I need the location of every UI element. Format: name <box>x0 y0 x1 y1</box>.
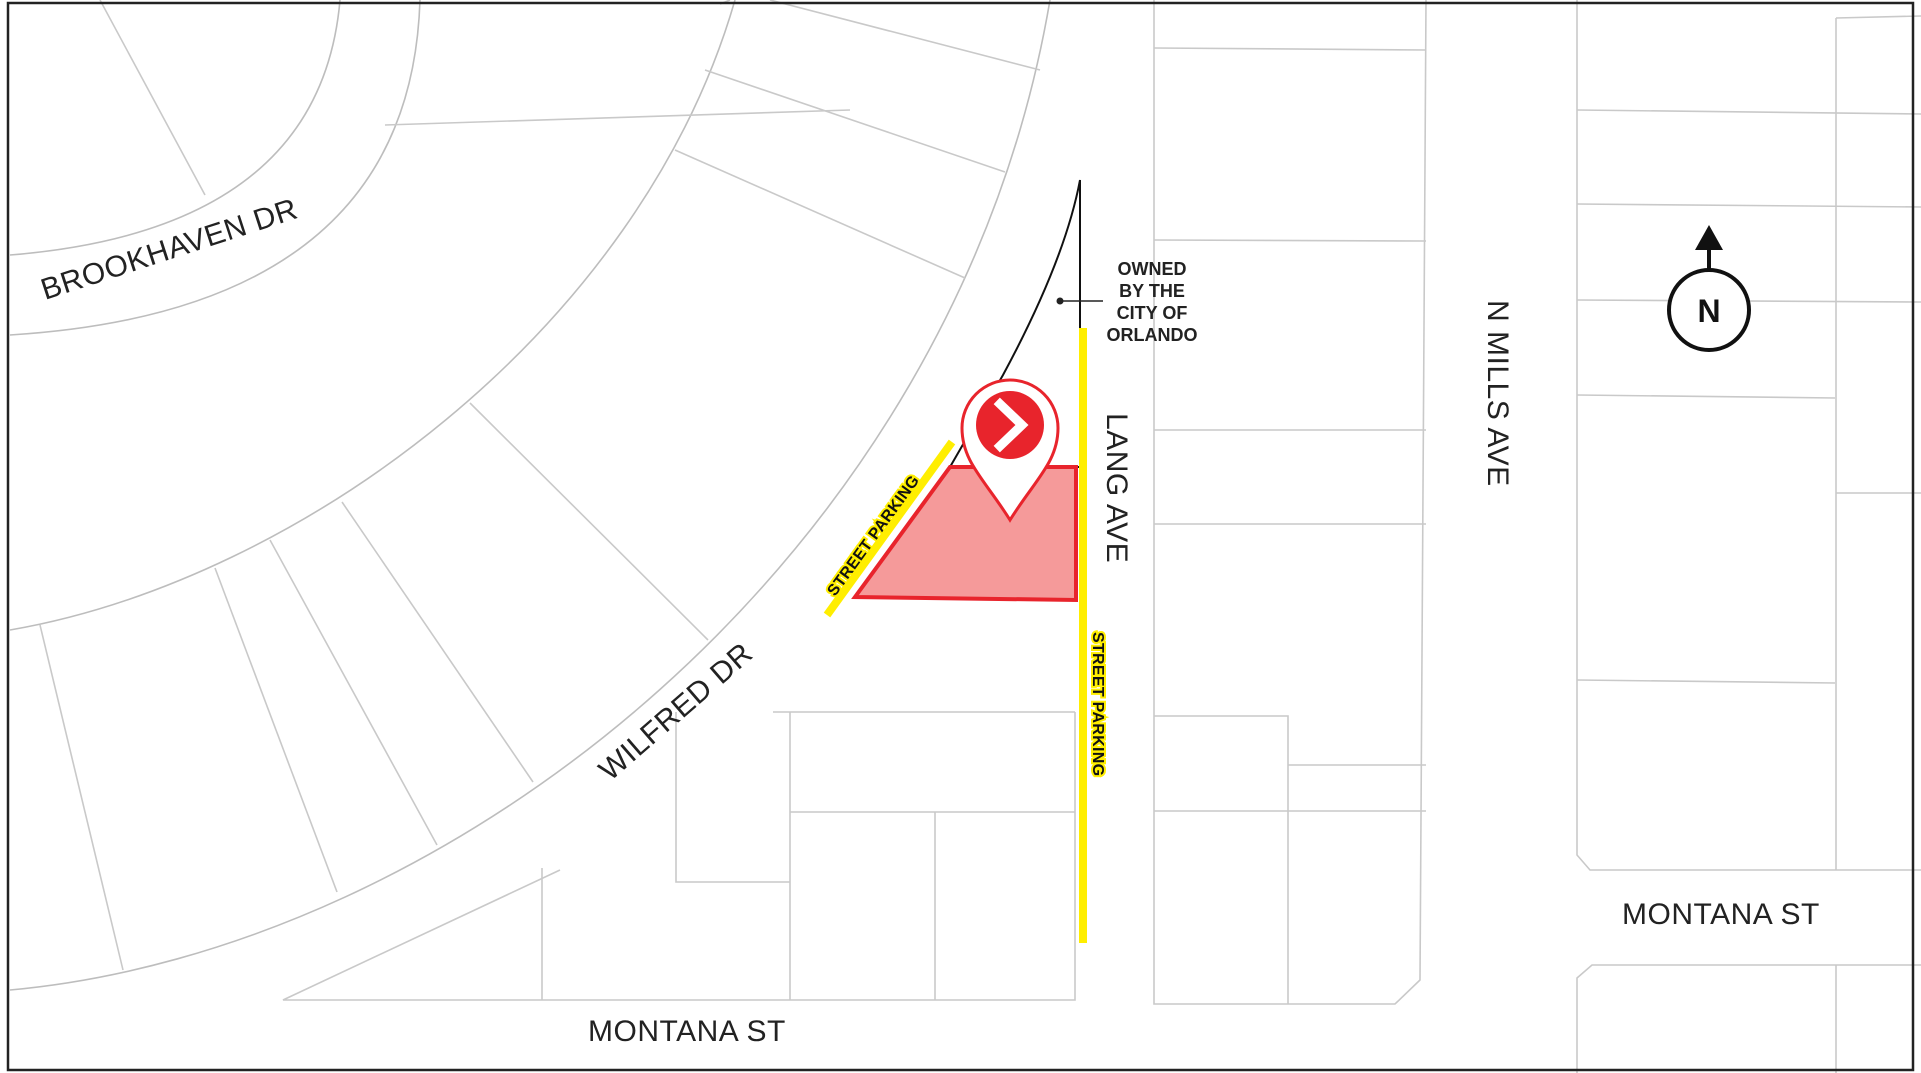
owned-note-line3: CITY OF <box>1117 303 1188 323</box>
map-border <box>6 1 1915 1072</box>
brookhaven-lots <box>99 0 206 196</box>
lang-west-lots <box>282 711 1076 1001</box>
north-label: N <box>1697 293 1720 329</box>
owned-note-line4: ORLANDO <box>1107 325 1198 345</box>
brookhaven-road <box>9 0 421 336</box>
north-arrow-icon: N <box>1667 225 1751 352</box>
street-label-montana-left: MONTANA ST <box>588 1015 786 1048</box>
street-label-mills: N MILLS AVE <box>1481 300 1514 487</box>
wilfred-road <box>9 0 1051 991</box>
street-label-montana-right: MONTANA ST <box>1622 898 1820 931</box>
city-owned-parcel <box>948 179 1081 468</box>
street-parking-diagonal <box>823 439 956 618</box>
chevron-right-icon <box>993 397 1029 453</box>
street-parking-label-vertical: STREET PARKING <box>1089 632 1106 776</box>
lang-east-lots <box>1153 0 1427 1005</box>
wilfred-lots <box>39 0 731 971</box>
owned-note-line1: OWNED <box>1118 259 1187 279</box>
owned-leader <box>1056 297 1103 305</box>
owned-note-line2: BY THE <box>1119 281 1185 301</box>
street-label-lang: LANG AVE <box>1100 413 1133 563</box>
location-pin-icon[interactable] <box>960 378 1060 523</box>
interior-lots <box>384 0 1041 279</box>
owned-by-city-note: OWNED BY THE CITY OF ORLANDO <box>1107 259 1198 345</box>
